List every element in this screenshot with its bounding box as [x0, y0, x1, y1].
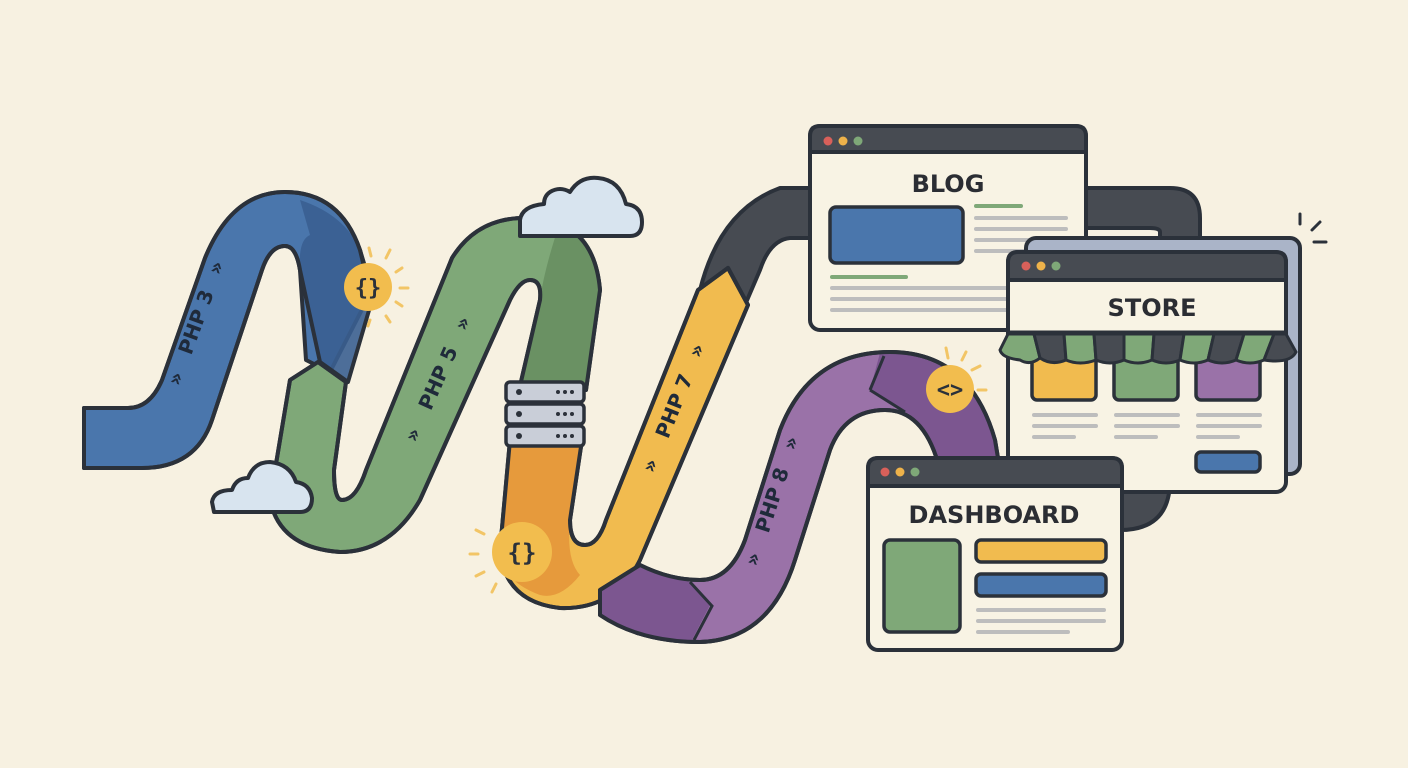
- window-minimize-dot: [895, 467, 905, 477]
- window-close-dot: [1021, 261, 1031, 271]
- braces-icon: {}: [355, 276, 382, 301]
- code-tag-badge: <>: [926, 346, 988, 413]
- braces-badge-top: {}: [344, 246, 410, 328]
- window-minimize-dot: [838, 136, 848, 146]
- dashboard-bar-blue: [974, 572, 1108, 598]
- dashboard-window: DASHBOARD: [866, 456, 1124, 652]
- blog-title: BLOG: [912, 170, 985, 198]
- cloud-icon-bottom: [210, 460, 314, 514]
- braces-badge-bottom: {}: [468, 522, 552, 594]
- window-close-dot: [880, 467, 890, 477]
- road-segment-php5: PHP 5 » »: [268, 215, 602, 554]
- dashboard-title: DASHBOARD: [909, 501, 1080, 529]
- braces-icon: {}: [508, 539, 537, 567]
- cloud-icon-top: [518, 175, 644, 238]
- road-segment-php3: PHP 3 » »: [82, 190, 374, 470]
- server-stack-icon: [504, 380, 586, 448]
- dashboard-panel-green: [882, 538, 962, 634]
- store-awning-icon: [998, 332, 1298, 365]
- window-close-dot: [823, 136, 833, 146]
- window-minimize-dot: [1036, 261, 1046, 271]
- code-tag-icon: <>: [937, 378, 964, 403]
- dashboard-bar-yellow: [974, 538, 1108, 564]
- store-title: STORE: [1108, 294, 1197, 322]
- window-maximize-dot: [853, 136, 863, 146]
- window-maximize-dot: [1051, 261, 1061, 271]
- blog-hero-image: [828, 205, 965, 265]
- sparkle-icon: [1298, 212, 1328, 244]
- store-buy-button: [1194, 450, 1262, 474]
- store-window: STORE: [998, 212, 1328, 494]
- window-maximize-dot: [910, 467, 920, 477]
